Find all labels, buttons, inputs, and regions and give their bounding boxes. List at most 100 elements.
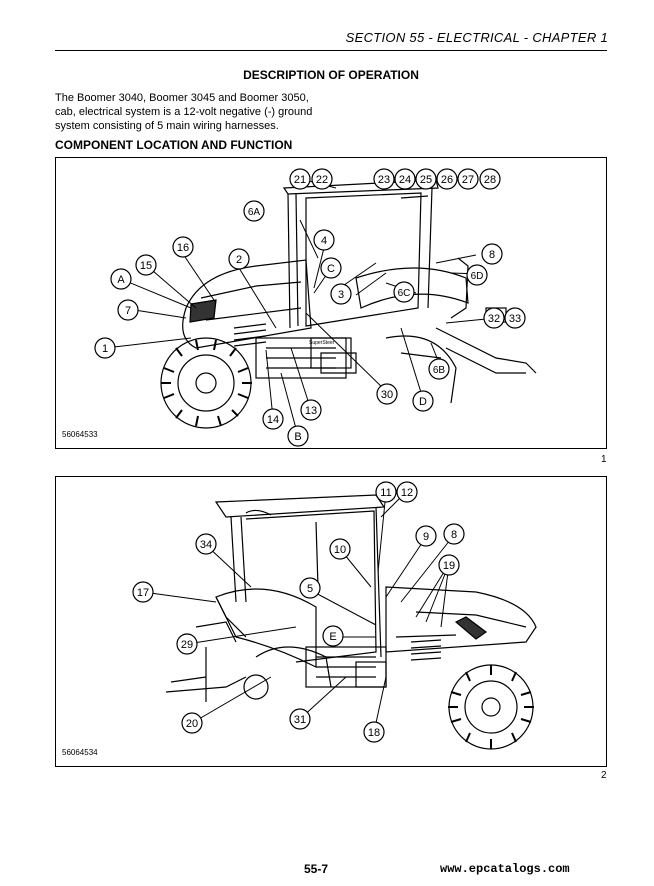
callout-11: 11: [375, 481, 397, 503]
callout-12: 12: [396, 481, 418, 503]
callout-group: 11 12 9 8 34 10 19 17 5 E 29 20 31 18: [132, 481, 465, 743]
svg-text:27: 27: [462, 174, 474, 186]
callout-group: 21 22 23 24 25 26 27 28 6A 16 4 2 A 15 C…: [94, 168, 526, 447]
callout-32: 32: [483, 307, 505, 329]
svg-text:3: 3: [338, 289, 344, 301]
svg-text:32: 32: [488, 313, 500, 325]
svg-text:24: 24: [399, 174, 411, 186]
svg-text:23: 23: [378, 174, 390, 186]
callout-16: 16: [172, 236, 194, 258]
callout-C: C: [320, 257, 342, 279]
svg-text:6B: 6B: [433, 365, 446, 376]
callout-5: 5: [299, 577, 321, 599]
svg-text:31: 31: [294, 714, 306, 726]
svg-text:12: 12: [401, 487, 413, 499]
intro-line: system consisting of 5 main wiring harne…: [55, 120, 279, 132]
svg-text:26: 26: [441, 174, 453, 186]
svg-text:4: 4: [321, 235, 327, 247]
section-header: SECTION 55 - ELECTRICAL - CHAPTER 1: [345, 30, 608, 45]
figure-2-number: 2: [601, 770, 607, 781]
svg-text:28: 28: [484, 174, 496, 186]
callout-22: 22: [311, 168, 333, 190]
callout-13: 13: [300, 399, 322, 421]
callout-15: 15: [135, 254, 157, 276]
svg-text:A: A: [117, 274, 125, 286]
svg-text:D: D: [419, 396, 427, 408]
callout-6C: 6C: [393, 281, 415, 303]
callout-21: 21: [289, 168, 311, 190]
callout-A: A: [110, 268, 132, 290]
figure-1-tractor-left-view: SuperSteer: [55, 157, 607, 449]
svg-text:22: 22: [316, 174, 328, 186]
svg-text:6C: 6C: [398, 288, 411, 299]
callout-7: 7: [117, 299, 139, 321]
callout-4: 4: [313, 229, 335, 251]
svg-text:7: 7: [125, 305, 131, 317]
callout-23: 23: [373, 168, 395, 190]
callout-17: 17: [132, 581, 154, 603]
figure-1-code: 56064533: [62, 430, 98, 439]
svg-text:18: 18: [368, 727, 380, 739]
callout-24: 24: [394, 168, 416, 190]
footer-url-link[interactable]: www.epcatalogs.com: [440, 862, 570, 876]
intro-line: The Boomer 3040, Boomer 3045 and Boomer …: [55, 92, 309, 104]
svg-text:14: 14: [267, 414, 279, 426]
callout-8: 8: [443, 523, 465, 545]
page-number: 55-7: [304, 862, 329, 876]
callout-31: 31: [289, 708, 311, 730]
callout-8: 8: [481, 243, 503, 265]
svg-text:8: 8: [489, 249, 495, 261]
tractor-illustration-left: SuperSteer: [94, 168, 537, 447]
svg-text:15: 15: [140, 260, 152, 272]
callout-14: 14: [262, 408, 284, 430]
svg-text:17: 17: [137, 587, 149, 599]
svg-text:11: 11: [380, 487, 391, 499]
callout-25: 25: [415, 168, 437, 190]
callout-19: 19: [438, 554, 460, 576]
callout-B: B: [287, 425, 309, 447]
callout-33: 33: [504, 307, 526, 329]
callout-9: 9: [415, 525, 437, 547]
callout-6A: 6A: [243, 200, 265, 222]
callout-18: 18: [363, 721, 385, 743]
svg-text:30: 30: [381, 389, 393, 401]
callout-34: 34: [195, 533, 217, 555]
callout-10: 10: [329, 538, 351, 560]
callout-2: 2: [228, 248, 250, 270]
svg-text:33: 33: [509, 313, 521, 325]
svg-text:1: 1: [102, 343, 108, 355]
svg-text:C: C: [327, 263, 335, 275]
callout-E: E: [322, 625, 344, 647]
svg-text:5: 5: [307, 583, 313, 595]
callout-D: D: [412, 390, 434, 412]
callout-29: 29: [176, 633, 198, 655]
svg-text:2: 2: [236, 254, 242, 266]
figure-2-tractor-right-view: 11 12 9 8 34 10 19 17 5 E 29 20 31 18 56…: [55, 476, 607, 767]
svg-text:9: 9: [423, 531, 429, 543]
intro-line: cab, electrical system is a 12-volt nega…: [55, 106, 313, 118]
callout-20: 20: [181, 712, 203, 734]
description-heading: DESCRIPTION OF OPERATION: [243, 68, 419, 82]
svg-text:8: 8: [451, 529, 457, 541]
decal-text: SuperSteer: [309, 340, 335, 346]
svg-text:6A: 6A: [248, 207, 261, 218]
callout-6D: 6D: [466, 264, 488, 286]
callout-27: 27: [457, 168, 479, 190]
header-rule: [55, 50, 607, 51]
svg-text:13: 13: [305, 405, 317, 417]
callout-30: 30: [376, 383, 398, 405]
svg-text:25: 25: [420, 174, 432, 186]
svg-text:21: 21: [294, 174, 306, 186]
component-heading: COMPONENT LOCATION AND FUNCTION: [55, 138, 293, 152]
svg-text:E: E: [329, 631, 336, 643]
svg-text:10: 10: [334, 544, 346, 556]
figure-1-number: 1: [601, 454, 607, 465]
svg-text:6D: 6D: [471, 271, 484, 282]
svg-text:29: 29: [181, 639, 193, 651]
callout-26: 26: [436, 168, 458, 190]
figure-2-code: 56064534: [62, 748, 98, 757]
callout-28: 28: [479, 168, 501, 190]
intro-paragraph: The Boomer 3040, Boomer 3045 and Boomer …: [55, 91, 325, 133]
callout-3: 3: [330, 283, 352, 305]
svg-text:B: B: [294, 431, 301, 443]
